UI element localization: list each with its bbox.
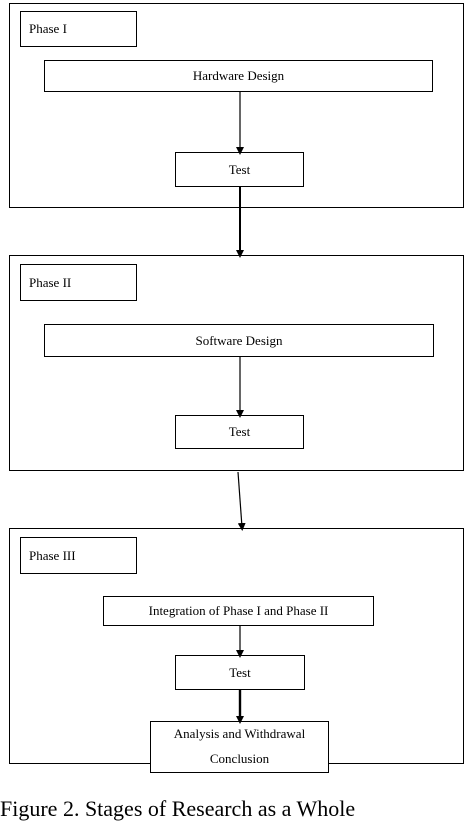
hardware-design-box: Hardware Design — [44, 60, 433, 92]
conclusion-line: Conclusion — [209, 751, 270, 767]
phase-1-label: Phase I — [20, 11, 137, 47]
figure-caption: Figure 2. Stages of Research as a Whole — [0, 796, 356, 821]
phase-2-label: Phase II — [20, 264, 137, 301]
software-design-box: Software Design — [44, 324, 434, 357]
phase-2-test-box: Test — [175, 415, 304, 449]
integration-box: Integration of Phase I and Phase II — [103, 596, 374, 626]
phase-3-label: Phase III — [20, 537, 137, 574]
analysis-line: Analysis and Withdrawal — [173, 726, 306, 742]
phase-1-test-box: Test — [175, 152, 304, 187]
arrow-phase2-to-phase3 — [237, 471, 246, 531]
